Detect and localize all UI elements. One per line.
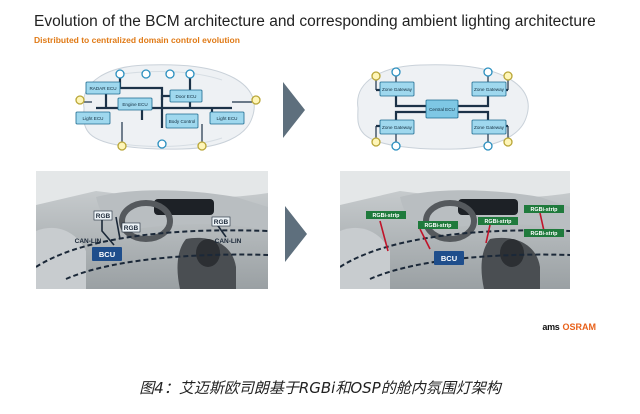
bcu-label: BCU — [99, 250, 115, 259]
sensor-node — [251, 95, 261, 105]
ecu-label: RADAR ECU — [89, 86, 116, 91]
sensor-node — [483, 141, 493, 151]
rgb-label: RGB — [96, 213, 111, 220]
can-lin-label: CAN-LIN — [75, 238, 102, 245]
ecu-label: Light ECU — [217, 116, 238, 121]
rgbi-strip-label: RGBi-strip — [531, 231, 559, 237]
rgb-label: RGB — [214, 219, 229, 226]
ecu-box — [209, 111, 245, 125]
can-lin-label: CAN-LIN — [215, 238, 242, 245]
ecu-box — [379, 81, 415, 97]
centralized-architecture-diagram: Zone Gateway Zone Gateway Central ECU Zo… — [357, 64, 529, 151]
page-title: Evolution of the BCM architecture and co… — [34, 13, 596, 30]
ecu-box — [471, 81, 507, 97]
rgbi-strip-box — [524, 229, 564, 237]
rgb-label: RGB — [124, 225, 139, 232]
evolution-arrow-icon — [283, 82, 305, 138]
ecu-box — [165, 113, 199, 129]
ecu-label: Zone Gateway — [474, 125, 505, 130]
sensor-node — [157, 139, 167, 149]
evolution-arrow-icon — [285, 206, 307, 262]
ecu-label: Zone Gateway — [382, 125, 413, 130]
sensor-node — [483, 67, 493, 77]
sensor-node — [197, 141, 207, 151]
ecu-box — [117, 97, 153, 111]
sensor-node — [371, 137, 381, 147]
figure-caption: 图4：艾迈斯欧司朗基于RGBi和OSP的舱内氛围灯架构 — [139, 379, 501, 397]
ecu-box — [169, 89, 203, 103]
rgbi-strip-box — [478, 217, 518, 225]
rgb-label-box — [93, 210, 113, 221]
ecu-box — [379, 119, 415, 135]
sensor-node — [503, 137, 513, 147]
rgbi-strip-label: RGBi-strip — [425, 223, 453, 229]
ecu-box — [425, 99, 459, 119]
sensor-node — [371, 71, 381, 81]
ams-wordmark: ams — [542, 322, 560, 332]
distributed-architecture-diagram: RADAR ECU Engine ECU Door ECU Light ECU … — [75, 64, 261, 151]
rgbi-strip-box — [524, 205, 564, 213]
ecu-box — [471, 119, 507, 135]
rgb-label-box — [211, 216, 231, 227]
ecu-label: Central ECU — [429, 107, 455, 112]
sensor-node — [141, 69, 151, 79]
sensor-node — [391, 67, 401, 77]
page-subtitle: Distributed to centralized domain contro… — [34, 35, 240, 45]
bcu-box — [92, 247, 122, 261]
sensor-node — [391, 141, 401, 151]
sensor-node — [165, 69, 175, 79]
rgbi-strip-label: RGBi-strip — [485, 219, 513, 225]
ecu-label: Door ECU — [176, 94, 197, 99]
osram-wordmark: OSRAM — [562, 322, 597, 332]
ecu-box — [85, 81, 121, 95]
ecu-label: Light ECU — [83, 116, 104, 121]
sensor-node — [117, 141, 127, 151]
cabin-rgb-led-illustration: RGB RGB RGB CAN-LIN CAN-LIN BCU — [36, 171, 268, 289]
ecu-label: Zone Gateway — [474, 87, 505, 92]
cabin-rgbi-strip-illustration: RGBi-strip RGBi-strip RGBi-strip RGBi-st… — [340, 171, 570, 289]
rgbi-strip-label: RGBi-strip — [373, 213, 401, 219]
sensor-node — [115, 69, 125, 79]
sensor-node — [503, 71, 513, 81]
ecu-label: Zone Gateway — [382, 87, 413, 92]
sensor-node — [75, 95, 85, 105]
ecu-box — [75, 111, 111, 125]
ecu-label: Body Control — [169, 119, 196, 124]
rgbi-strip-label: RGBi-strip — [531, 207, 559, 213]
rgb-label-box — [121, 222, 141, 233]
ecu-label: Engine ECU — [122, 102, 147, 107]
bcu-label: BCU — [441, 254, 457, 263]
bcu-box — [434, 251, 464, 265]
sensor-node — [185, 69, 195, 79]
rgbi-strip-box — [366, 211, 406, 219]
rgbi-strip-box — [418, 221, 458, 229]
